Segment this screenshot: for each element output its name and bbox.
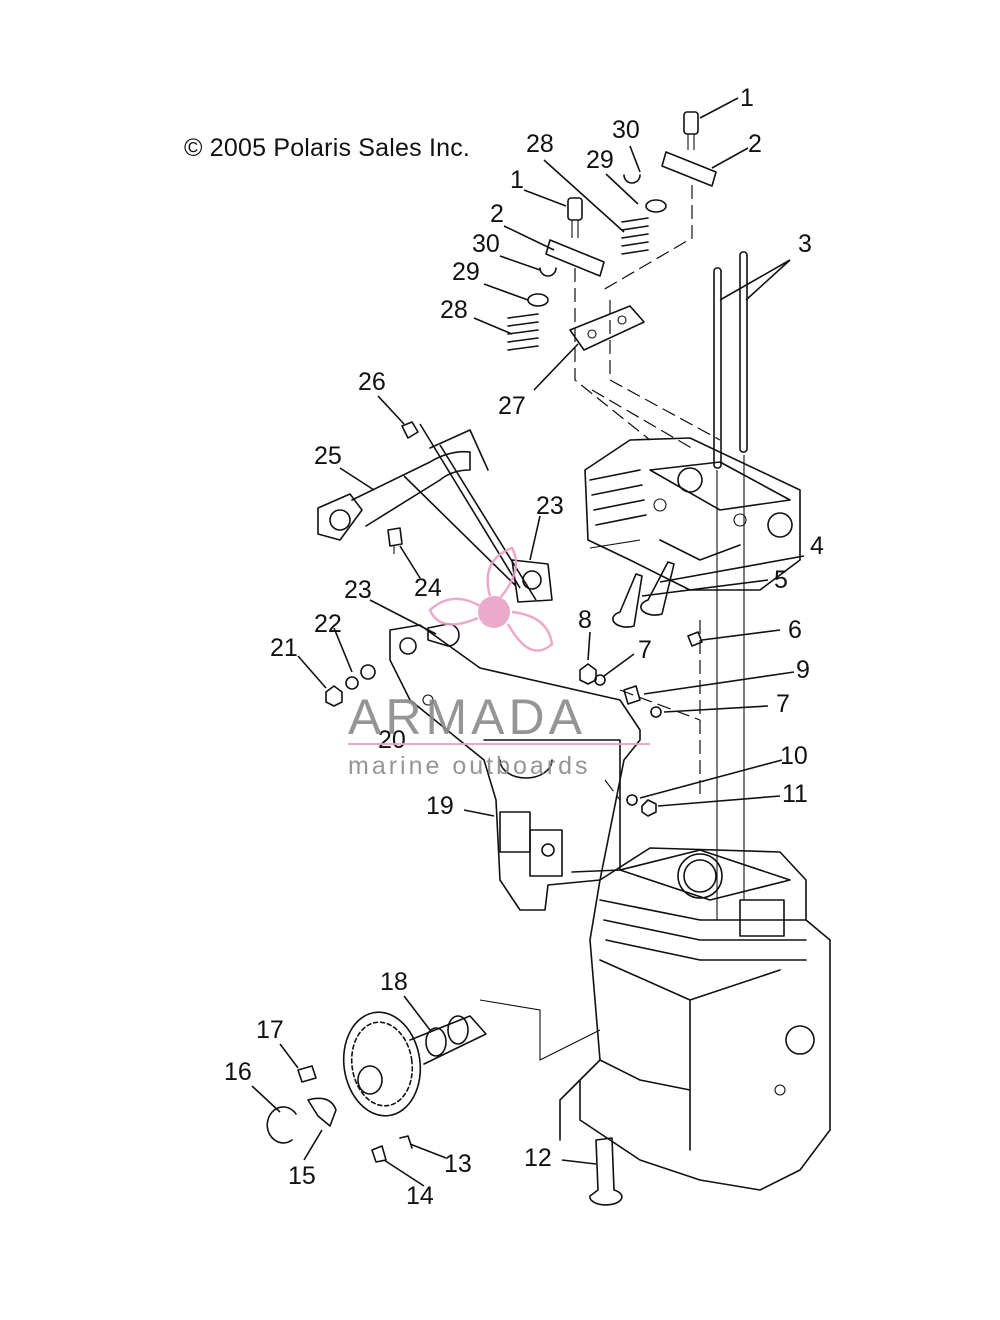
propeller-logo — [428, 546, 554, 652]
callout-14: 14 — [406, 1182, 434, 1210]
rocker-arm-assembly-upper — [621, 111, 717, 255]
valves — [612, 561, 703, 647]
callout-11: 11 — [782, 780, 808, 808]
rocker-bracket — [569, 305, 645, 351]
rocker-arm-assembly-lower — [507, 197, 605, 351]
callout-8: 8 — [578, 606, 592, 634]
leader-lines — [251, 97, 805, 1187]
watermark-brand: ARMADA — [348, 689, 586, 745]
callout-9: 9 — [796, 656, 810, 684]
callout-4: 4 — [810, 532, 824, 560]
callout-5: 5 — [774, 566, 788, 594]
callout-23-lower: 23 — [344, 576, 372, 604]
callout-13: 13 — [444, 1150, 472, 1178]
callout-17: 17 — [256, 1016, 284, 1044]
copyright-notice: © 2005 Polaris Sales Inc. — [184, 134, 471, 162]
watermark: ARMADA marine outboards — [348, 546, 650, 780]
exhaust-pipe — [317, 421, 553, 603]
callout-15: 15 — [288, 1162, 316, 1190]
callout-20: 20 — [378, 726, 406, 754]
callout-2-lower: 2 — [490, 200, 504, 228]
callout-16: 16 — [224, 1058, 252, 1086]
callout-30-top: 30 — [612, 116, 640, 144]
callout-10: 10 — [780, 742, 808, 770]
callout-7-upper: 7 — [638, 636, 652, 664]
callout-1-lower: 1 — [510, 166, 524, 194]
callout-30-lower: 30 — [472, 230, 500, 258]
callout-29-lower: 29 — [452, 258, 480, 286]
push-rods — [713, 251, 748, 920]
callout-28-top: 28 — [526, 130, 554, 158]
callout-21: 21 — [270, 634, 298, 662]
callout-24: 24 — [414, 574, 442, 602]
muffler-fasteners — [325, 663, 662, 817]
callout-numbers: 1 2 30 29 28 1 2 30 29 28 3 27 26 25 23 … — [224, 84, 824, 1210]
callout-26: 26 — [358, 368, 386, 396]
callout-3: 3 — [798, 230, 812, 258]
watermark-tagline: marine outboards — [348, 752, 591, 780]
cylinder-head — [584, 437, 801, 591]
callout-1-top: 1 — [740, 84, 754, 112]
callout-7-lower: 7 — [776, 690, 790, 718]
crankcase-block — [479, 847, 831, 1191]
callout-22: 22 — [314, 610, 342, 638]
callout-2-top: 2 — [748, 130, 762, 158]
cam-small-parts — [266, 1065, 623, 1206]
assembly-guide-lines — [574, 185, 721, 801]
callout-27: 27 — [498, 392, 526, 420]
callout-12: 12 — [524, 1144, 552, 1172]
callout-23-upper: 23 — [536, 492, 564, 520]
callout-28-lower: 28 — [440, 296, 468, 324]
callout-19: 19 — [426, 792, 454, 820]
muffler — [389, 623, 641, 911]
callout-25: 25 — [314, 442, 342, 470]
callout-18: 18 — [380, 968, 408, 996]
callout-29-top: 29 — [586, 146, 614, 174]
camshaft-gear — [342, 1011, 487, 1117]
callout-6: 6 — [788, 616, 802, 644]
